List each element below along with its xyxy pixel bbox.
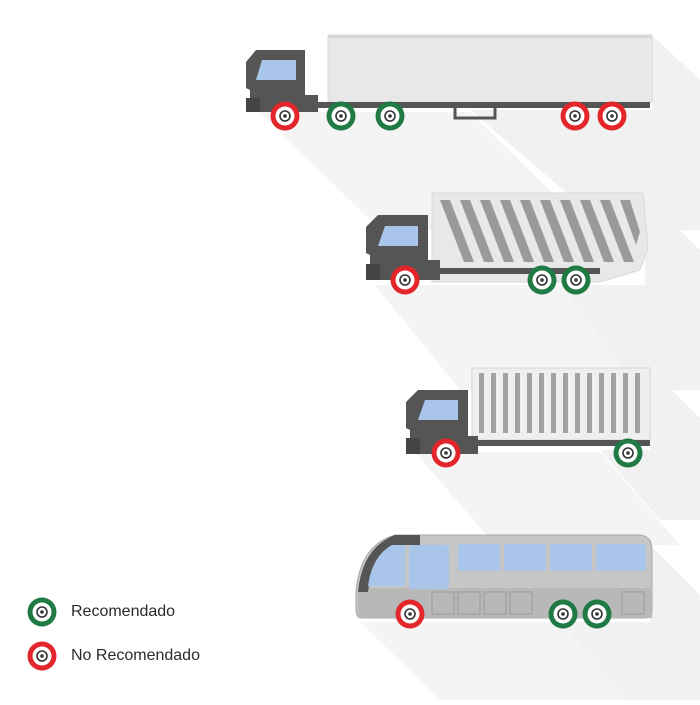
semi-trailer-truck [246, 34, 700, 230]
tipper-truck [366, 192, 700, 390]
container-axle-1-red-ring-wheel-icon [430, 437, 462, 469]
trailer-box [327, 34, 653, 103]
container-axle-2-green-ring-wheel-icon [612, 437, 644, 469]
bus-front-dark [358, 535, 420, 592]
container-truck [406, 367, 700, 545]
tipper-shadow [560, 195, 700, 390]
semi-axle-2-green-ring-wheel-icon [325, 100, 357, 132]
bus-window-1 [458, 544, 500, 571]
legend-recommended: Recomendado [26, 596, 175, 628]
tipper-axle-1-red-ring-wheel-icon [389, 264, 421, 296]
bus-axle-1-red-ring-wheel-icon [394, 598, 426, 630]
bus-window-3 [550, 544, 592, 571]
semi-axle-3-green-ring-wheel-icon [374, 100, 406, 132]
tipper-cab-window [378, 226, 418, 246]
bus-shadow-tail [360, 622, 630, 700]
semi-trailer-shadow [470, 35, 700, 230]
red-ring-wheel-icon [27, 641, 57, 671]
container-cab-window [418, 400, 458, 420]
bus-luggage-doors [431, 591, 645, 615]
trailer-landing-gear [453, 108, 497, 120]
bus-axle-3-green-ring-wheel-icon [581, 598, 613, 630]
container-box [471, 367, 651, 441]
legend-not-recommended-label: No Recomendado [71, 647, 200, 664]
bus-window-4 [596, 544, 646, 571]
legend-recommended-label: Recomendado [71, 603, 176, 620]
tipper-axle-2-green-ring-wheel-icon [526, 264, 558, 296]
bus [355, 534, 700, 700]
bus-windshield [368, 545, 405, 586]
legend-not-recommended: No Recomendado [26, 640, 200, 672]
semi-cab-window [256, 60, 296, 80]
semi-axle-4-red-ring-wheel-icon [559, 100, 591, 132]
semi-axle-1-red-ring-wheel-icon [269, 100, 301, 132]
bus-door-window [409, 545, 449, 589]
trailer-top-edge [328, 35, 652, 38]
bus-window-2 [504, 544, 546, 571]
trailer-chassis [300, 102, 650, 108]
container-chassis [460, 440, 650, 446]
container-shadow-tail [415, 452, 680, 545]
tipper-chassis [420, 268, 600, 274]
tipper-bumper [366, 264, 380, 280]
tipper-axle-3-green-ring-wheel-icon [560, 264, 592, 296]
semi-axle-5-red-ring-wheel-icon [596, 100, 628, 132]
container-bumper [406, 438, 420, 454]
container-ribs [479, 373, 640, 433]
tipper-shadow-tail [375, 285, 640, 390]
green-ring-wheel-icon [27, 597, 57, 627]
semi-bumper [246, 98, 260, 112]
bus-axle-2-green-ring-wheel-icon [547, 598, 579, 630]
tipper-ribs [440, 200, 640, 262]
